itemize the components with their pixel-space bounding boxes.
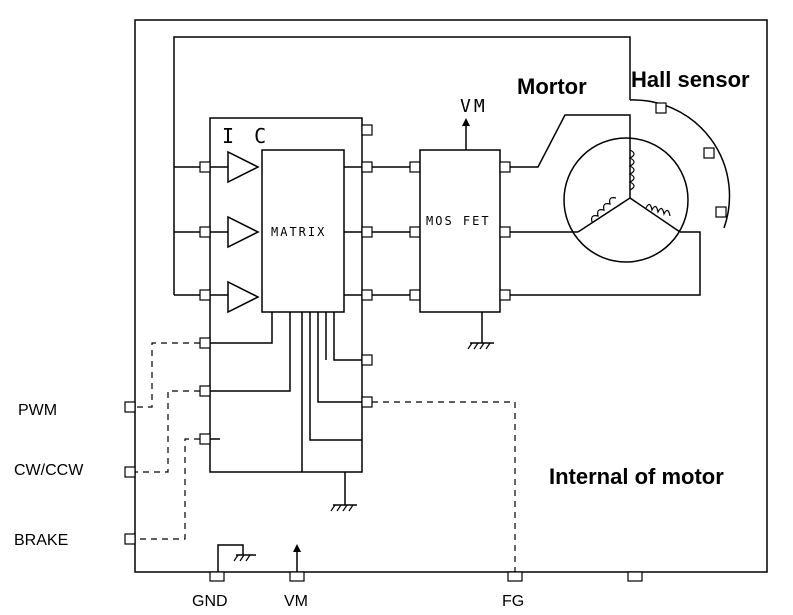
mosfet-block [419,149,501,313]
mosfet-input-pin-3 [409,289,421,301]
vm-terminal [289,571,305,582]
vm-arrow-icon [462,118,470,126]
fg-terminal [507,571,523,582]
mosfet-output-pin-2 [499,226,511,238]
hall-feedback-wire [173,36,631,295]
vm-bottom-arrow-icon [293,544,301,552]
ic-input-pin-3 [199,289,211,301]
ic-output-pin-3 [361,289,373,301]
hall-sensor-label: Hall sensor [631,67,750,92]
cwccw-dashed-line [135,390,200,473]
phase-wire-1 [510,114,631,168]
ic-pwm-pin [199,337,211,349]
cwccw-terminal [124,466,136,478]
ic-brake-pin [199,433,211,445]
ic-fg-pin [361,396,373,408]
phase-wire-3 [510,231,701,296]
winding-coil-top [628,149,635,191]
mosfet-output-pin-3 [499,289,511,301]
ic-label: I C [222,124,270,148]
ic-output-pin-1 [361,161,373,173]
ic-ground-icon [330,504,357,512]
fg-dashed-line [372,401,516,572]
pwm-dashed-line [135,342,200,408]
vm-bottom-label: VM [284,593,308,610]
internal-label: Internal of motor [549,464,724,489]
pwm-terminal [124,401,136,413]
gnd-ground-icon [233,554,256,562]
mosfet-output-pin-1 [499,161,511,173]
pwm-label: PWM [18,402,57,419]
ic-input-pin-1 [199,161,211,173]
cwccw-label: CW/CCW [14,462,84,479]
spare-terminal [627,571,643,582]
mosfet-input-pin-1 [409,161,421,173]
brake-label: BRAKE [14,532,68,549]
buffer-3 [227,280,260,314]
motor-label: Mortor [517,74,587,99]
ic-output-pin-2 [361,226,373,238]
ic-cwccw-pin [199,385,211,397]
gnd-terminal [209,571,225,582]
matrix-block [261,149,345,313]
ic-input-pin-2 [199,226,211,238]
mosfet-label: MOS FET [426,214,491,228]
ic-pin-right-1 [361,354,373,366]
vm-top-label: VM [460,96,488,117]
hall-sensor-3 [715,206,727,218]
hall-sensor-1 [655,102,667,114]
ic-pin-top [361,124,373,136]
fg-label: FG [502,593,524,610]
winding-coil-left [591,197,617,223]
brake-terminal [124,533,136,545]
gnd-label: GND [192,593,228,610]
winding-coil-right [645,203,671,217]
mosfet-ground-icon [467,342,494,350]
mosfet-input-pin-2 [409,226,421,238]
matrix-label: MATRIX [271,225,326,239]
gnd-wire [217,544,244,572]
motor-circle [563,137,689,263]
hall-sensor-2 [703,147,715,159]
